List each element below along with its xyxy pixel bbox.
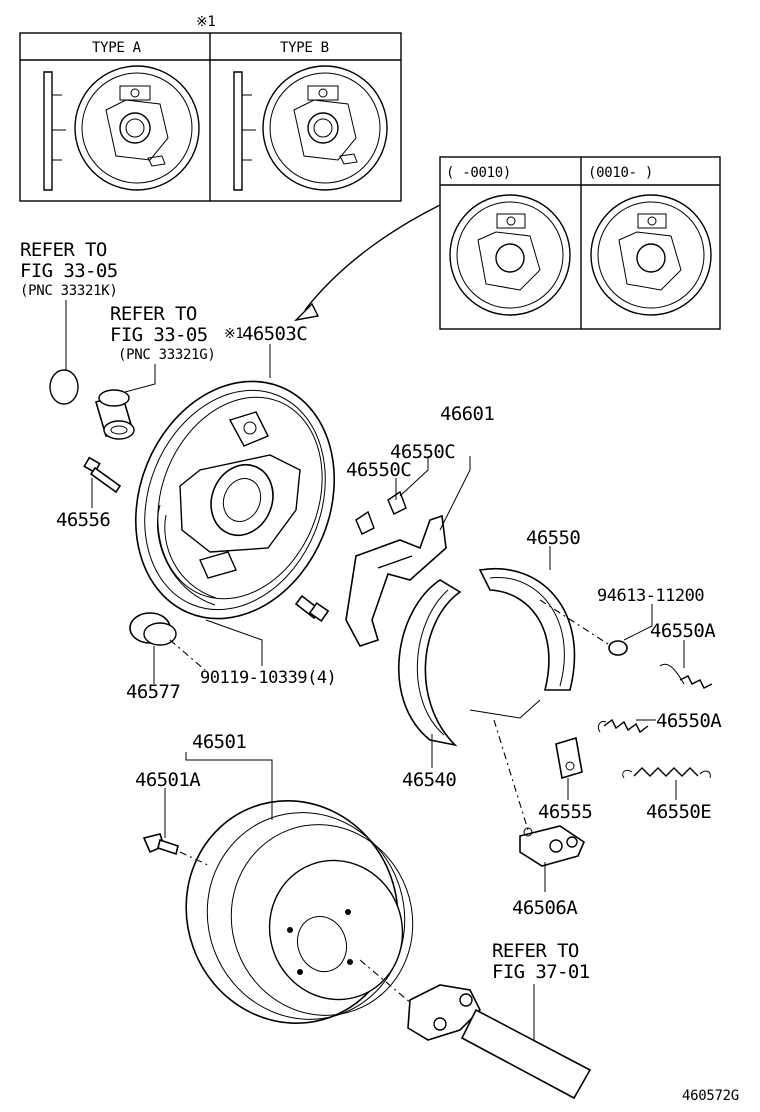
brake-drum-46501 (185, 799, 414, 1025)
bolt-46556 (83, 456, 122, 494)
hole-plug-46577 (129, 612, 206, 671)
ref2-line3: (PNC 33321G) (118, 347, 216, 363)
brake-shoe-46540 (398, 579, 462, 747)
type-a-header: TYPE A (92, 40, 142, 56)
adjuster-46555 (555, 736, 583, 780)
spring-46550a-lower (597, 718, 649, 734)
label-46550c-upper: 46550C (390, 441, 455, 463)
figure-code: 460572G (682, 1088, 739, 1104)
nut-94613 (539, 599, 628, 656)
ref3-line2: FIG 37-01 (492, 961, 590, 983)
label-46550e: 46550E (646, 801, 711, 823)
label-46550: 46550 (526, 527, 580, 549)
label-46501: 46501 (192, 731, 246, 753)
label-46501a: 46501A (135, 769, 201, 791)
wheel-cylinder-46506a (493, 719, 585, 867)
label-46540: 46540 (402, 769, 456, 791)
inset-left-plate (449, 194, 571, 316)
axle-shaft (359, 959, 592, 1100)
bolt-90119 (294, 594, 330, 623)
ref1-line2: FIG 33-05 (20, 260, 118, 282)
type-a-backing-plate (43, 65, 200, 191)
label-46550c-lower: 46550C (346, 459, 411, 481)
inset-marker: ※1 (196, 14, 216, 30)
ref2-marker: ※1 (224, 326, 244, 342)
inset-right-plate (590, 194, 712, 316)
inset-date-variants: ( -0010) (0010- ) (293, 156, 721, 330)
drum-screw-46501a (142, 833, 211, 867)
label-46556: 46556 (56, 509, 110, 531)
reference-notes: REFER TO FIG 33-05 (PNC 33321K) REFER TO… (20, 239, 590, 1040)
ref2-line2: FIG 33-05 (110, 324, 208, 346)
label-46503c: 46503C (242, 323, 307, 345)
spring-46550a-upper (659, 663, 713, 689)
type-b-backing-plate (233, 65, 388, 191)
label-94613: 94613-11200 (597, 586, 704, 606)
label-46506a: 46506A (512, 897, 578, 919)
backing-plate-46503c (134, 380, 336, 620)
label-46601: 46601 (440, 403, 494, 425)
inset-pointer-arrow (304, 204, 441, 311)
o-ring (49, 369, 79, 405)
ref1-line3: (PNC 33321K) (20, 283, 118, 299)
type-b-header: TYPE B (280, 40, 329, 56)
clip-46550c-a (355, 510, 375, 535)
ref1-line1: REFER TO (20, 239, 107, 261)
ref3-line1: REFER TO (492, 940, 579, 962)
hub-bearing (95, 389, 135, 440)
spring-46550e (622, 767, 711, 779)
label-46550a-lower: 46550A (656, 710, 722, 732)
ref2-line1: REFER TO (110, 303, 197, 325)
part-labels: 46503C 46601 46550C 46550C 46556 46550 9… (56, 323, 723, 919)
inset-left-header: ( -0010) (446, 165, 511, 181)
parking-brake-lever-46601 (345, 514, 447, 647)
brake-shoe-46550 (469, 567, 576, 719)
clip-46550c-b (387, 490, 407, 515)
label-46555: 46555 (538, 801, 592, 823)
label-90119: 90119-10339(4) (200, 668, 336, 688)
inset-right-header: (0010- ) (588, 165, 653, 181)
label-46550a-upper: 46550A (650, 620, 716, 642)
inset-type-variants: ※1 TYPE A TYPE B (19, 14, 402, 202)
label-46577: 46577 (126, 681, 180, 703)
inset-date-frame (439, 156, 721, 330)
leader-lines (91, 344, 685, 892)
